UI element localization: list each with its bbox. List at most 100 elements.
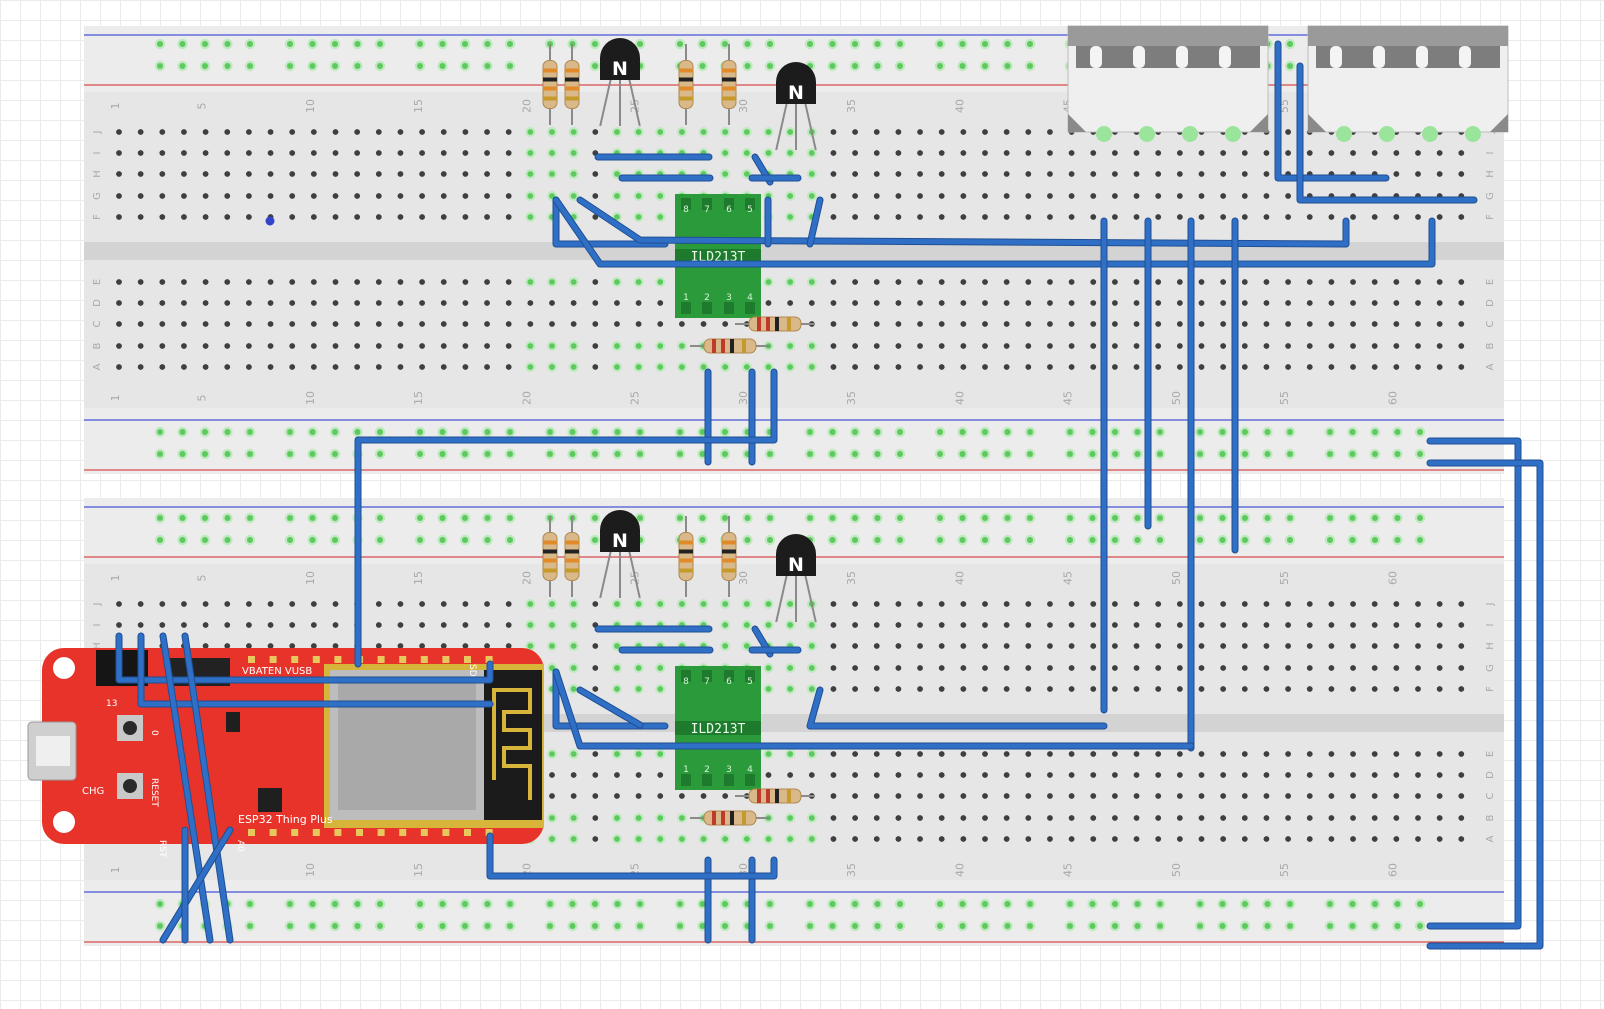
breadboard-hole [917,686,923,692]
rail-hole [1134,923,1141,929]
breadboard-hole [1328,279,1335,285]
column-number: 40 [953,391,966,405]
rail-hole [897,901,903,907]
optocoupler-pin-number: 8 [683,205,689,215]
header-pin [442,656,450,663]
rail-hole [1349,901,1356,907]
breadboard-hole [1285,129,1291,135]
breadboard-hole [549,793,555,799]
rail-hole [1027,923,1033,929]
breadboard-hole [960,193,967,199]
rail-hole [287,429,293,435]
breadboard-hole [1458,214,1465,220]
rail-hole [677,923,683,929]
breadboard-hole [830,193,837,199]
breadboard-hole [1068,601,1075,607]
breadboard-hole [1285,214,1291,220]
breadboard-hole [722,601,729,607]
breadboard-hole [549,643,555,649]
breadboard-hole [462,343,469,349]
rail-hole [722,923,728,929]
breadboard-hole [1176,343,1183,349]
breadboard-hole [570,751,577,757]
breadboard-hole [700,364,707,370]
rail-hole [614,451,621,457]
row-letter: H [1485,642,1496,650]
breadboard-hole [1263,772,1270,778]
rail-hole [937,63,943,69]
rail-hole [807,923,813,929]
breadboard-hole [224,171,231,177]
breadboard-hole [310,129,317,135]
breadboard-hole [419,364,425,370]
breadboard-hole [1328,150,1335,156]
breadboard-hole [1393,622,1400,628]
breadboard-hole [1263,343,1270,349]
breadboard-hole [1415,622,1421,628]
rail-hole [874,901,881,907]
breadboard-hole [1371,751,1378,757]
column-number: 50 [1170,571,1183,585]
breadboard-hole [830,815,837,821]
wire [1427,438,1521,929]
breadboard-hole [1436,601,1443,607]
rail-hole [1134,515,1141,521]
breadboard-hole [505,150,512,156]
transistor-lead [599,77,612,127]
rail-hole [699,429,706,435]
breadboard-hole [1220,622,1227,628]
breadboard-hole [917,150,923,156]
breadboard-hole [982,601,988,607]
breadboard-hole [808,364,815,370]
breadboard-hole [1393,300,1400,306]
breadboard-hole [873,321,880,327]
rail-hole [937,451,943,457]
breadboard-hole [181,214,187,220]
breadboard-hole [1436,364,1443,370]
rail-hole [354,923,361,929]
breadboard-hole [1371,643,1378,649]
breadboard-hole [1415,214,1421,220]
breadboard-hole [1263,300,1270,306]
rail-hole [937,515,943,521]
breadboard-hole [1025,214,1032,220]
resistor-band [742,811,746,825]
breadboard-hole [1112,772,1118,778]
resistor-band [757,789,761,803]
breadboard-hole [310,193,317,199]
rail-hole [1112,537,1118,543]
optocoupler-pin-number: 2 [704,765,710,775]
breadboard-hole [1112,601,1118,607]
npn-transistor: N [775,62,817,151]
rail-hole [439,901,446,907]
breadboard-hole [1176,751,1183,757]
rail-hole [507,429,513,435]
breadboard-hole [787,279,794,285]
jumper-wires [115,40,1544,950]
breadboard-hole [570,300,577,306]
breadboard-hole [1241,751,1248,757]
breadboard-hole [1112,643,1118,649]
column-number: 55 [1278,863,1291,877]
optocoupler-pin [681,302,691,314]
breadboard-hole [1133,622,1140,628]
breadboard-hole [332,300,339,306]
breadboard-hole [202,129,209,135]
breadboard-hole [1003,815,1010,821]
rail-hole [484,515,491,521]
breadboard-hole [1415,279,1421,285]
breadboard-hole [440,622,447,628]
breadboard-hole [614,343,620,349]
breadboard-hole [938,815,945,821]
breadboard-hole [830,751,837,757]
breadboard-hole [1263,279,1270,285]
breadboard-hole [938,622,945,628]
breadboard-hole [1285,836,1291,842]
breadboard-hole [1285,321,1291,327]
breadboard-hole [419,601,425,607]
breadboard-hole [1458,751,1465,757]
breadboard-hole [1241,300,1248,306]
breadboard-hole [1393,321,1400,327]
breadboard-hole [116,601,122,607]
rail-hole [287,901,293,907]
